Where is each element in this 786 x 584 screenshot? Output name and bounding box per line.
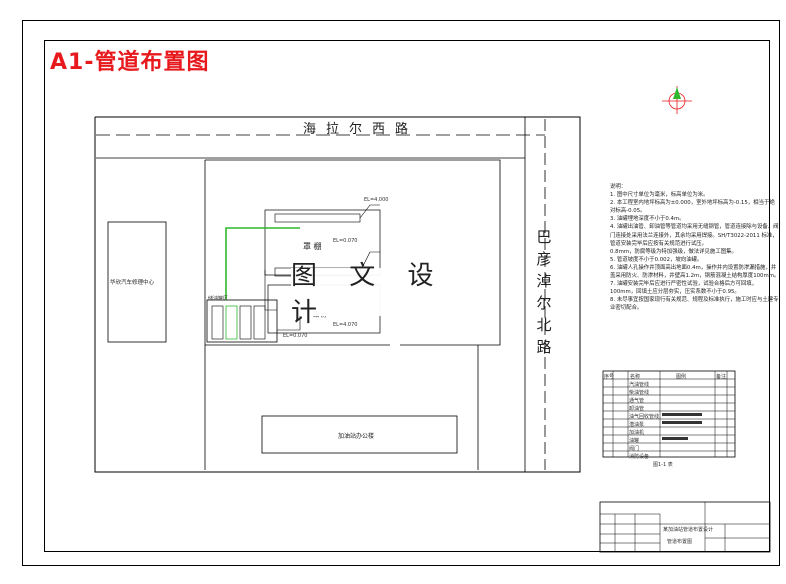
tank-area-label: 储油罐区	[208, 296, 229, 302]
legend-row-2: 柴油管线	[629, 390, 650, 396]
elevation-label-3: EL=4.070	[333, 322, 358, 328]
legend-header-name: 名称	[630, 374, 641, 380]
sheet-inner-border	[44, 40, 770, 552]
canopy-label: 罩 棚	[303, 242, 322, 251]
tank-area	[206, 299, 278, 343]
elevation-label-2: EL=0.070	[333, 238, 358, 244]
legend-row-9: 阀门	[629, 446, 640, 452]
station-lot	[205, 159, 501, 346]
title-block-drawing: 管道布置图	[667, 539, 693, 545]
watermark: 图 文 设 计	[291, 261, 479, 328]
tank-4	[253, 305, 266, 340]
tank-3	[239, 305, 252, 340]
title-block-project: 某加油站管道布置设计	[663, 527, 714, 533]
east-road-label: 巴彦淖尔北路	[536, 228, 552, 356]
legend-row-1: 汽油管线	[629, 382, 650, 388]
site-boundary	[94, 116, 581, 473]
legend-row-10: 消防设备	[629, 454, 650, 460]
left-building	[107, 221, 167, 343]
elevation-label-4: EL=0.070	[283, 333, 308, 339]
legend-header-symbol: 图例	[676, 374, 687, 380]
tank-1	[211, 305, 224, 340]
bottom-building-label: 加油站办公楼	[338, 433, 375, 440]
legend-header-no: 序号	[604, 374, 615, 380]
north-road-label: 海拉尔西路	[303, 122, 419, 137]
left-building-label: 华欣汽车修理中心	[110, 280, 155, 286]
pipe-line-1	[359, 204, 380, 219]
legend-caption: 图1-1 表	[653, 462, 673, 468]
legend-table	[602, 370, 736, 458]
legend-row-4: 卸油管	[629, 406, 645, 412]
sheet-outer-border	[22, 20, 780, 566]
green-vent-pipe	[225, 227, 300, 300]
legend-header-remark: 备注	[716, 374, 727, 380]
legend-row-7: 加油机	[629, 430, 645, 436]
legend-row-3: 通气管	[629, 398, 645, 404]
legend-row-5: 油气回收管线	[629, 414, 660, 420]
design-notes: 说明： 1. 图中尺寸单位为毫米，标高单位为米。 2. 本工程室内地坪标高为±0…	[610, 184, 780, 312]
tank-2	[225, 305, 238, 340]
legend-row-6: 潜油泵	[629, 422, 645, 428]
pipe-line-2	[359, 251, 380, 273]
legend-row-8: 油罐	[629, 438, 640, 444]
elevation-label-1: EL=4.000	[364, 197, 389, 203]
drawing-title: A1-管道布置图	[50, 50, 210, 75]
pipe-line-3	[264, 270, 277, 311]
dispenser-row-1	[274, 213, 361, 223]
bottom-building	[261, 415, 458, 454]
title-block	[599, 501, 771, 553]
